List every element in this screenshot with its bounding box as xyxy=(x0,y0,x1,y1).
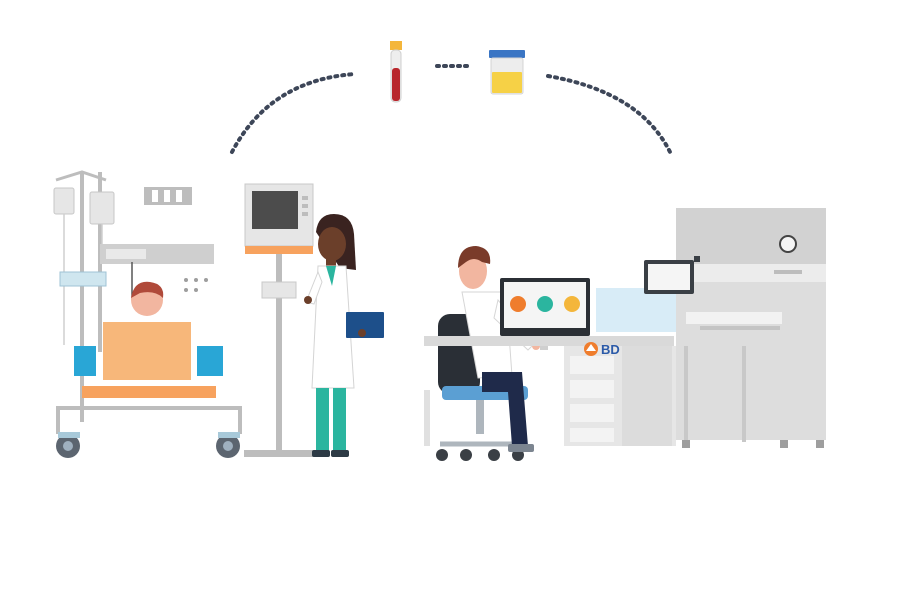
lab-analyzer xyxy=(596,208,826,448)
patient-monitor xyxy=(244,183,314,457)
bd-logo: BD xyxy=(584,342,620,357)
bd-logo-text: BD xyxy=(601,342,620,357)
lab-desk xyxy=(424,336,676,446)
doctor xyxy=(304,214,384,457)
blood-tube-icon xyxy=(390,41,402,103)
patient-bed xyxy=(53,170,242,458)
patient xyxy=(131,281,164,316)
urine-cup-icon xyxy=(489,50,525,95)
specimen-flow-arc xyxy=(230,64,672,154)
